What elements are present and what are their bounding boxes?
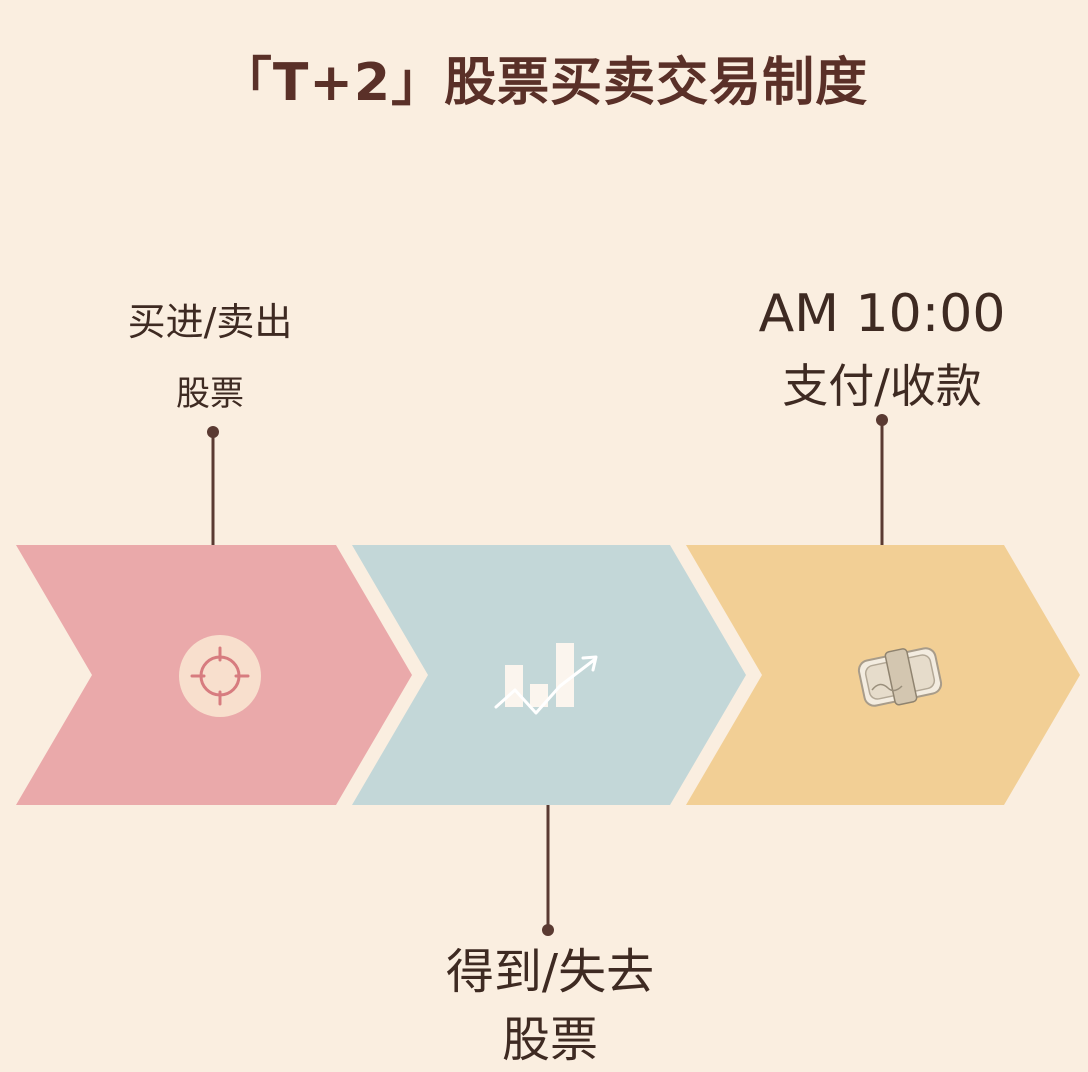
money-bundle-icon (857, 647, 943, 707)
bar-chart-trend-icon (494, 643, 598, 715)
step2-connector (542, 805, 554, 936)
step3-label-action: 支付/收款 (782, 359, 982, 413)
step2-label-object: 股票 (501, 1012, 598, 1068)
step1-label-action: 买进/卖出 (127, 300, 293, 344)
page-title: 「T+2」股票买卖交易制度 (219, 53, 869, 113)
target-crosshair-icon (179, 635, 261, 717)
step1-connector (207, 426, 219, 545)
step3-label-time: AM 10:00 (758, 284, 1006, 344)
step1-label-object: 股票 (176, 374, 244, 414)
step2-chevron (352, 545, 746, 805)
step2-label-action: 得到/失去 (445, 944, 655, 1000)
step3-connector (876, 414, 888, 545)
